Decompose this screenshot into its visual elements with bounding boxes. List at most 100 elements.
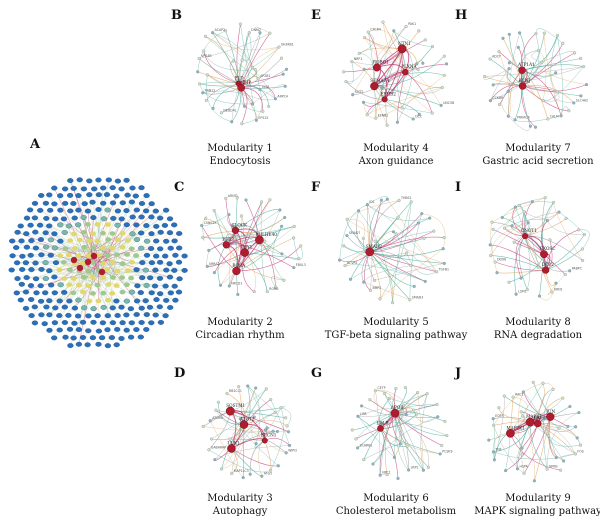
node — [31, 200, 39, 206]
edge — [491, 197, 546, 223]
node — [143, 327, 150, 332]
node — [57, 193, 64, 199]
node — [76, 282, 82, 288]
node — [581, 258, 585, 263]
edge — [535, 28, 563, 44]
panel-i-letter: I — [455, 180, 462, 195]
edge — [258, 427, 268, 477]
edge — [70, 180, 114, 249]
node — [521, 414, 525, 418]
edge — [207, 74, 276, 101]
panel-f-letter: F — [311, 180, 321, 195]
node — [267, 245, 271, 249]
edge — [490, 222, 498, 273]
node — [109, 259, 116, 265]
node — [390, 90, 394, 94]
node — [522, 471, 526, 475]
node — [9, 253, 16, 259]
node — [71, 320, 78, 326]
node — [338, 258, 342, 262]
node — [42, 200, 50, 206]
node — [256, 77, 260, 81]
node-label: NEDD4L — [223, 108, 236, 112]
node — [89, 199, 96, 205]
edge — [205, 74, 232, 123]
node — [172, 297, 179, 303]
edge — [537, 423, 576, 432]
node — [75, 327, 83, 333]
node — [254, 386, 258, 390]
node — [142, 267, 149, 273]
edge — [557, 35, 564, 116]
edge — [358, 210, 393, 303]
node — [416, 221, 420, 225]
node-label: ATG5 — [264, 472, 272, 476]
node — [176, 231, 183, 236]
node — [119, 200, 126, 206]
node-label: SMAD7 — [349, 231, 360, 235]
edge — [350, 252, 407, 280]
node — [70, 231, 77, 237]
edges — [197, 24, 287, 124]
node — [119, 275, 126, 280]
node — [541, 381, 545, 385]
node — [66, 326, 74, 332]
node-label: FBXL3 — [296, 263, 306, 267]
node — [246, 384, 250, 388]
node — [350, 60, 354, 64]
node-label: XRN1 — [554, 288, 563, 292]
edge — [505, 423, 538, 471]
node — [442, 261, 446, 265]
node — [573, 51, 577, 55]
node — [114, 237, 121, 242]
node — [264, 387, 268, 391]
hub-label: SMAD2 — [366, 244, 383, 249]
node — [13, 260, 21, 266]
panel-d-letter: D — [174, 366, 186, 381]
edge — [214, 239, 260, 273]
edge — [494, 395, 505, 460]
node — [138, 320, 145, 325]
node — [28, 267, 35, 273]
node — [138, 201, 146, 206]
node — [156, 304, 163, 310]
node — [438, 452, 442, 456]
node — [109, 200, 117, 206]
edge — [230, 410, 279, 466]
panel-e-letter: E — [311, 8, 321, 23]
node — [557, 426, 561, 430]
node — [219, 467, 224, 471]
node — [113, 298, 120, 304]
caption-e-line1: Modularity 4 — [363, 143, 429, 154]
hub-node — [518, 66, 526, 74]
node — [227, 284, 231, 288]
edge — [369, 251, 407, 258]
node-label: PAK1 — [408, 22, 416, 26]
node-label: PCSK9 — [442, 449, 452, 453]
node-label: RB1CC1 — [229, 389, 242, 393]
edge — [514, 235, 526, 295]
edge — [546, 412, 579, 470]
hub-label: ATG12 — [239, 417, 255, 422]
edge — [92, 201, 133, 275]
node — [236, 292, 240, 297]
node — [123, 312, 130, 318]
node — [513, 118, 517, 122]
node — [104, 313, 111, 319]
node — [360, 404, 364, 408]
node-label: DDX6 — [497, 258, 506, 262]
node — [61, 289, 68, 295]
node — [502, 394, 506, 398]
node — [22, 260, 30, 266]
node — [391, 230, 396, 234]
node — [109, 320, 117, 326]
node — [153, 238, 160, 244]
node — [404, 24, 408, 29]
node-label: CALM — [550, 114, 559, 118]
node — [428, 216, 432, 220]
hub-label: MAP2K1 — [506, 425, 525, 430]
